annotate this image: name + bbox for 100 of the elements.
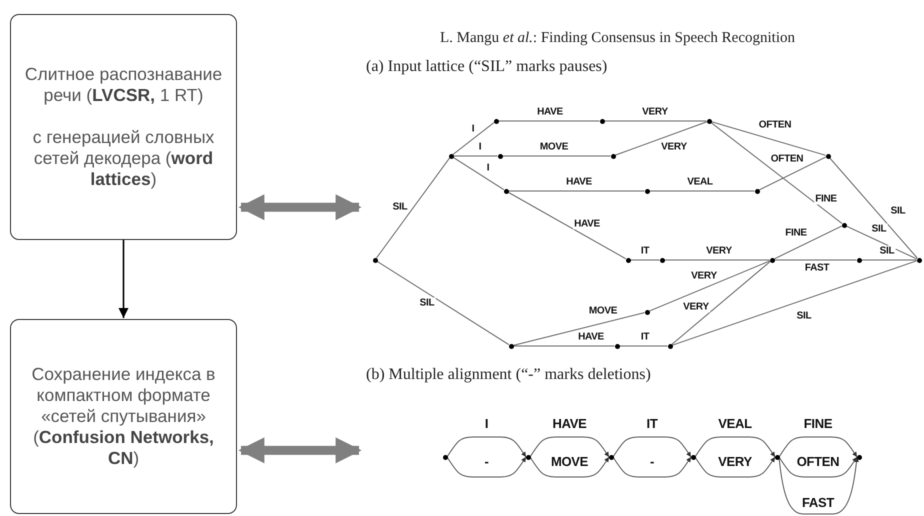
edge-label: HAVE xyxy=(573,218,601,230)
process-box xyxy=(10,319,237,514)
edge-label: VEAL xyxy=(717,417,753,431)
double-arrow xyxy=(238,437,362,464)
lattice-node-dot xyxy=(856,258,862,262)
lattice-arc xyxy=(710,121,826,156)
edge-label: SIL xyxy=(796,310,812,322)
arrow xyxy=(778,456,859,514)
lattice-arc xyxy=(649,190,755,192)
edge-label: SIL xyxy=(418,298,436,308)
arrow xyxy=(530,456,610,478)
arrow xyxy=(446,456,526,478)
panel-caption: (b) Multiple alignment (“-” marks deletions) xyxy=(366,366,651,384)
lattice-node-dot xyxy=(494,118,498,124)
lattice-node-dot xyxy=(644,188,650,194)
edge-label: SIL xyxy=(392,202,408,212)
lattice-node-dot xyxy=(448,154,454,158)
edge-label: HAVE xyxy=(552,417,588,431)
edge-label: OFTEN xyxy=(758,120,792,130)
lattice-arc xyxy=(508,192,626,260)
edge-label: FAST xyxy=(804,262,830,274)
box-text: Сохранение индекса в компактном формате «сетей спутывания» (Confusion Networks, CN) xyxy=(30,364,216,469)
edge-label: FINE xyxy=(802,417,834,431)
lattice-node-dot xyxy=(372,258,378,262)
lattice-node-dot xyxy=(610,154,616,158)
alignment-node-dot xyxy=(690,454,696,460)
edge-label: VERY xyxy=(705,246,733,256)
edge-label: MOVE xyxy=(588,306,618,316)
alignment-node-dot xyxy=(774,454,780,460)
box-text: с генерацией словных сетей декодера (word lattices) xyxy=(32,127,216,190)
edge-label: HAVE xyxy=(577,332,605,342)
box-text: Слитное распознавание речи (LVCSR, 1 RT) xyxy=(24,64,224,106)
lattice-arc xyxy=(452,122,495,155)
alignment-node-dot xyxy=(526,454,530,460)
edge-label: SIL xyxy=(878,246,896,256)
edge-label: VERY xyxy=(717,455,753,469)
lattice-node-dot xyxy=(826,154,830,158)
lattice-arc xyxy=(498,120,600,122)
arrow xyxy=(694,436,776,458)
lattice-node-dot xyxy=(754,188,760,194)
edge-label: HAVE xyxy=(565,176,593,188)
panel-caption: (a) Input lattice (“SIL” marks pauses) xyxy=(366,58,608,76)
lattice-node-dot xyxy=(504,188,508,194)
edge-label: I xyxy=(486,162,490,174)
lattice-arc xyxy=(452,156,504,190)
double-arrow xyxy=(238,194,362,220)
arrow xyxy=(778,436,858,458)
lattice-arc xyxy=(672,260,918,346)
arrow xyxy=(612,456,692,478)
lattice-arc xyxy=(376,260,510,346)
lattice-arc xyxy=(774,226,842,260)
edge-label: VERY xyxy=(690,270,718,282)
page-header-text: L. Mangu et al.: Finding Consensus in Speech Recognition xyxy=(440,30,795,47)
lattice-arc xyxy=(829,157,918,259)
edge-label: VERY xyxy=(660,142,688,152)
lattice-arc xyxy=(671,261,771,345)
lattice-arc xyxy=(846,226,918,260)
arrow xyxy=(446,436,526,458)
lattice-arc xyxy=(376,158,450,258)
edge-label: FINE xyxy=(784,228,808,238)
lattice-node-dot xyxy=(916,258,922,262)
lattice-node-dot xyxy=(614,344,620,348)
lattice-arc xyxy=(512,312,646,346)
lattice-node-dot xyxy=(660,258,664,262)
edge-label: VEAL xyxy=(686,176,714,188)
alignment-node-dot xyxy=(442,454,448,460)
alignment-node-dot xyxy=(608,454,614,460)
lattice-node-dot xyxy=(626,258,630,262)
edge-label: IT xyxy=(646,417,658,431)
lattice-node-dot xyxy=(668,344,672,348)
edge-label: HAVE xyxy=(536,106,564,118)
process-box xyxy=(10,14,237,240)
lattice-node-dot xyxy=(644,310,650,314)
edge-label: VERY xyxy=(682,302,710,312)
arrow xyxy=(612,436,692,458)
lattice-node-dot xyxy=(770,258,774,262)
lattice-arc xyxy=(508,190,645,192)
edge-label: SIL xyxy=(870,224,888,234)
edge-label: VERY xyxy=(641,106,669,118)
lattice-arc xyxy=(710,122,843,224)
edge-label: I xyxy=(478,142,482,152)
edge-label: MOVE xyxy=(550,455,590,469)
lattice-arc xyxy=(614,121,708,156)
edge-label: SIL xyxy=(890,206,906,216)
edge-label: IT xyxy=(640,246,650,256)
edge-label: OFTEN xyxy=(770,154,804,164)
edge-label: FINE xyxy=(814,194,838,204)
edge-label: I xyxy=(484,417,490,431)
lattice-node-dot xyxy=(842,222,846,228)
lattice-arc xyxy=(604,120,707,122)
lattice-node-dot xyxy=(706,118,712,124)
lattice-arc xyxy=(648,260,770,312)
lattice-node-dot xyxy=(498,154,502,158)
alignment-node-dot xyxy=(856,454,862,460)
lattice-arc xyxy=(758,156,826,190)
edge-label: I xyxy=(470,124,476,134)
arrow xyxy=(694,456,776,478)
arrow xyxy=(778,456,858,478)
edge-label: FAST xyxy=(800,496,836,510)
edge-label: OFTEN xyxy=(796,455,840,469)
